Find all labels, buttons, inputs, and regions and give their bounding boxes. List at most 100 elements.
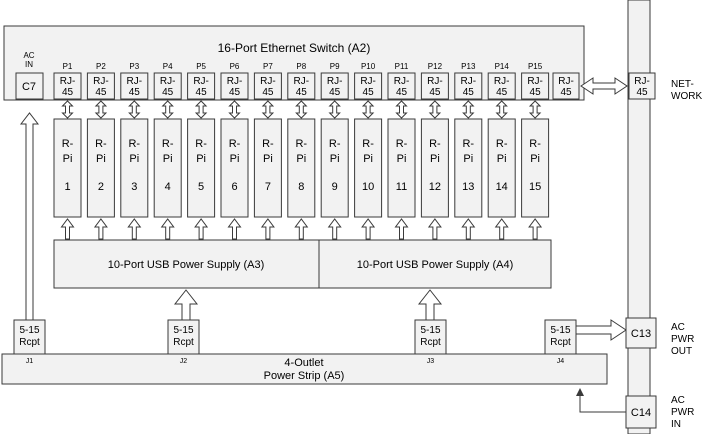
switch-ac-in-label-2: IN [25, 60, 33, 69]
rj45-label-13-bottom: 45 [463, 87, 475, 98]
jack-label-j4: J4 [557, 358, 565, 365]
port-label-14: P14 [495, 62, 510, 71]
rj45-label-15-top: RJ- [527, 76, 543, 87]
rpi-number-6: 6 [231, 181, 237, 193]
panel-rj45 [628, 72, 656, 100]
usb-power-arrow-11 [394, 218, 409, 240]
rpi-label-14-b: Pi [497, 153, 507, 165]
rpi-board-15 [521, 118, 550, 218]
ethernet-link-arrow-1 [61, 100, 74, 119]
rj45-label-3-top: RJ- [127, 76, 143, 87]
ethernet-link-arrow-4 [161, 100, 174, 119]
ethernet-link-arrow-12 [428, 100, 442, 119]
rj45-label-8-top: RJ- [294, 76, 310, 87]
rpi-board-9 [320, 118, 349, 218]
rj45-jack-12 [420, 72, 449, 100]
rj45-label-5-bottom: 45 [196, 87, 208, 98]
rj45-jack-7 [253, 72, 282, 100]
rj45-label-2-bottom: 45 [95, 87, 107, 98]
usb-power-arrow-15 [528, 218, 543, 240]
rpi-board-8 [287, 118, 316, 218]
rj45-jack-4 [153, 72, 182, 100]
rj45-label-7-bottom: 45 [262, 87, 274, 98]
panel-rj45-label-2: 45 [636, 87, 648, 98]
ac-in-label-1: AC [671, 395, 685, 406]
rj45-jack-8 [287, 72, 316, 100]
power-strip-label-2: Power Strip (A5) [264, 370, 345, 382]
switch-title: 16-Port Ethernet Switch (A2) [218, 41, 371, 55]
ethernet-link-arrow-5 [194, 100, 208, 119]
rpi-label-4-b: Pi [163, 153, 173, 165]
rj45-label-15-bottom: 45 [530, 87, 542, 98]
port-label-11: P11 [395, 62, 409, 71]
rpi-label-4-a: R- [162, 138, 174, 150]
rj45-label-3-bottom: 45 [129, 87, 141, 98]
switch-c7-label: C7 [22, 81, 36, 93]
rpi-label-1-b: Pi [63, 153, 73, 165]
switch-uplink-rj45 [552, 72, 580, 100]
rpi-number-10: 10 [362, 181, 374, 193]
rpi-label-7-a: R- [262, 138, 274, 150]
arrow-j1-to-switch [19, 112, 40, 321]
rpi-number-11: 11 [396, 181, 407, 193]
rj45-label-1-top: RJ- [60, 76, 76, 87]
rj45-label-14-bottom: 45 [496, 87, 508, 98]
rpi-label-10-b: Pi [363, 153, 373, 165]
jack-label-j3: J3 [427, 358, 435, 365]
rpi-label-6-b: Pi [230, 153, 240, 165]
ethernet-link-arrow-13 [462, 100, 475, 119]
port-label-3: P3 [129, 62, 139, 71]
rpi-number-5: 5 [198, 181, 204, 193]
ac-out-label-1: AC [671, 322, 685, 333]
receptacle-j4 [544, 319, 577, 355]
rpi-number-14: 14 [496, 181, 508, 193]
ethernet-link-arrow-3 [128, 100, 141, 119]
ethernet-link-arrow-15 [528, 100, 542, 119]
port-label-2: P2 [96, 62, 106, 71]
usb-power-supply-a3-label: 10-Port USB Power Supply (A3) [108, 259, 265, 271]
rpi-label-9-b: Pi [330, 153, 340, 165]
rj45-label-10-bottom: 45 [363, 87, 375, 98]
rpi-label-5-b: Pi [196, 153, 206, 165]
network-label-1: NET- [671, 79, 694, 90]
rpi-label-1-a: R- [62, 138, 74, 150]
rj45-label-11-bottom: 45 [396, 87, 408, 98]
rpi-label-11-a: R- [396, 138, 408, 150]
receptacle-j3-label-b: Rcpt [420, 337, 441, 348]
rpi-label-9-a: R- [329, 138, 341, 150]
rpi-number-12: 12 [429, 181, 441, 193]
rj45-label-9-bottom: 45 [329, 87, 341, 98]
rj45-label-12-top: RJ- [427, 76, 443, 87]
ethernet-link-arrow-11 [395, 100, 408, 119]
arrow-uplink-network [580, 77, 628, 95]
rpi-board-1 [53, 118, 82, 218]
rj45-jack-6 [220, 72, 249, 100]
usb-power-arrow-7 [260, 218, 275, 240]
panel-c14 [625, 395, 657, 429]
ac-in-label-3: IN [671, 419, 681, 430]
rpi-label-2-b: Pi [96, 153, 106, 165]
rj45-jack-5 [187, 72, 216, 100]
rpi-label-5-a: R- [195, 138, 207, 150]
rj45-label-14-top: RJ- [494, 76, 510, 87]
power-strip [1, 353, 608, 385]
rpi-board-11 [387, 118, 416, 218]
rj45-label-2-top: RJ- [93, 76, 109, 87]
rj45-label-7-top: RJ- [260, 76, 276, 87]
rj45-label-9-top: RJ- [327, 76, 343, 87]
jack-label-j2: J2 [180, 358, 188, 365]
rj45-label-11-top: RJ- [394, 76, 410, 87]
rpi-label-8-b: Pi [296, 153, 306, 165]
switch-ac-in-label-1: AC [23, 51, 34, 60]
panel-c13 [625, 317, 657, 349]
usb-power-arrow-9 [327, 218, 342, 240]
rpi-label-15-a: R- [529, 138, 541, 150]
rpi-board-10 [354, 118, 383, 218]
arrow-j4-to-c13 [575, 319, 627, 341]
rpi-board-6 [220, 118, 249, 218]
rpi-board-4 [153, 118, 182, 218]
rpi-label-15-b: Pi [530, 153, 540, 165]
receptacle-j4-label-b: Rcpt [550, 337, 571, 348]
port-label-7: P7 [263, 62, 273, 71]
